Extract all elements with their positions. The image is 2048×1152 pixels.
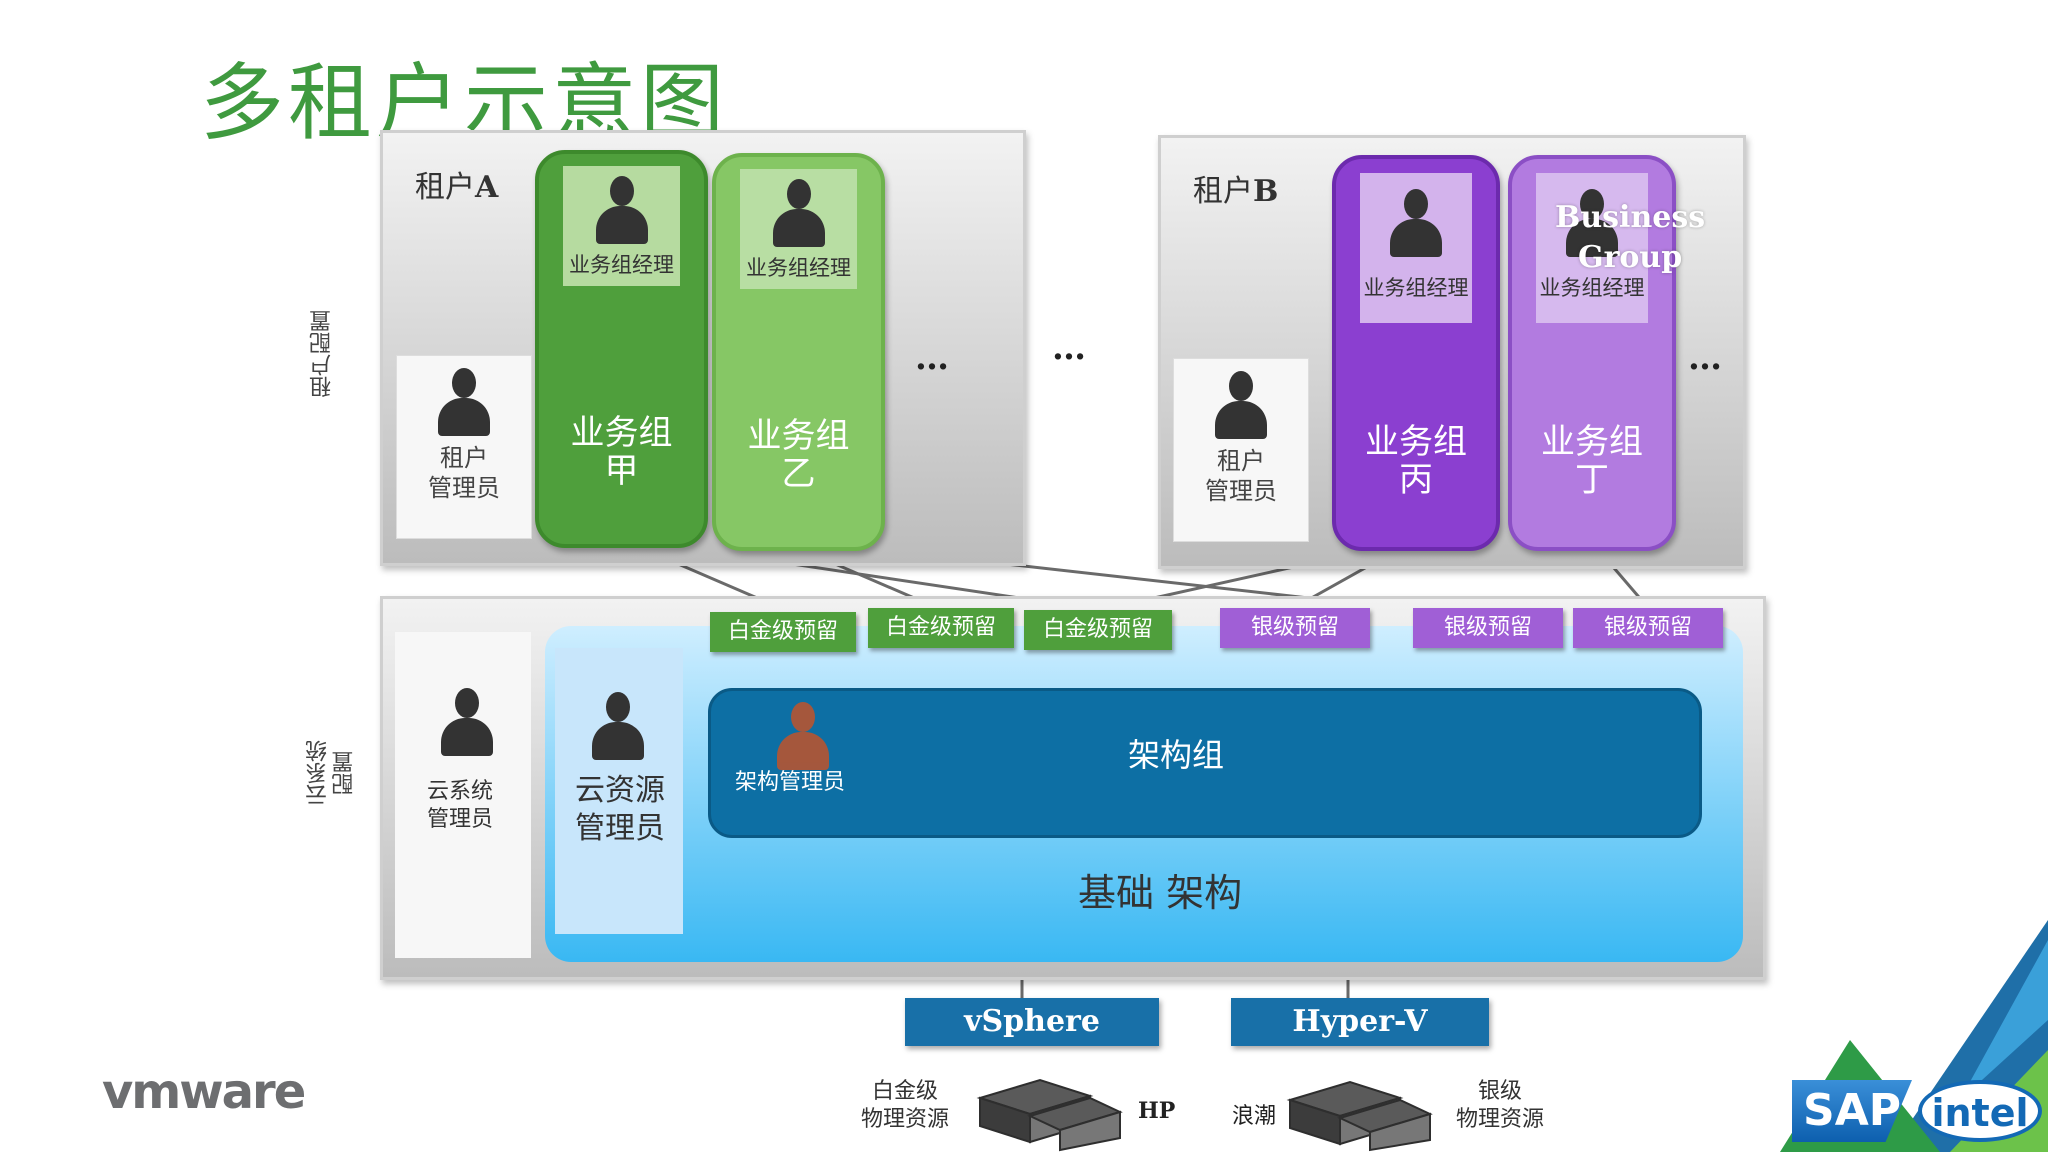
tenant-a-title: 租户A xyxy=(415,170,499,205)
cloud-sys-admin xyxy=(422,686,512,760)
group-manager: 业务组经理 xyxy=(1536,173,1648,323)
group-manager: 业务组经理 xyxy=(740,169,857,289)
group-manager: 业务组经理 xyxy=(1360,173,1472,323)
tenant-ellipsis: … xyxy=(1052,328,1088,368)
tenant-a-admin: 租户 管理员 xyxy=(396,355,532,539)
hp-vendor-label: HP xyxy=(1138,1098,1176,1124)
business-group-yi: 业务组经理 业务组 乙 xyxy=(712,153,885,551)
tenant-admin-icon xyxy=(1213,369,1269,439)
tenant-b-admin: 租户 管理员 xyxy=(1173,358,1309,542)
business-group-jia: 业务组经理 业务组 甲 xyxy=(535,150,708,548)
manager-icon xyxy=(1564,187,1620,257)
architecture-group xyxy=(708,688,1702,838)
silver-physical-label: 银级 物理资源 xyxy=(1455,1079,1544,1132)
reservation-silver-2: 银级预留 xyxy=(1413,608,1563,648)
reservation-platinum-1: 白金级预留 xyxy=(710,612,856,652)
arch-admin-icon xyxy=(775,700,831,774)
tenant-admin-label: 租户 管理员 xyxy=(428,444,500,502)
cloud-res-admin-label: 云资源 管理员 xyxy=(575,773,665,846)
manager-icon xyxy=(594,174,650,244)
inspur-vendor-label: 浪潮 xyxy=(1232,1104,1277,1129)
sys-admin-icon xyxy=(439,686,495,756)
business-group-overlay: Business Group xyxy=(1555,200,1706,275)
reservation-silver-1: 银级预留 xyxy=(1220,608,1370,648)
infrastructure-label: 基础 架构 xyxy=(1078,871,1243,915)
cloud-res-admin-icon xyxy=(590,690,646,764)
intel-logo: intel xyxy=(1918,1080,2042,1142)
manager-icon xyxy=(1388,187,1444,257)
arch-group-label: 架构组 xyxy=(1128,736,1225,774)
tenant-admin-icon xyxy=(436,366,492,436)
vmware-logo: vmware xyxy=(102,1064,306,1120)
hypervisor-hyperv: Hyper-V xyxy=(1231,998,1489,1046)
cloud-sys-admin-label: 云系统 管理员 xyxy=(426,779,493,832)
group-name: 业务组 甲 xyxy=(570,413,673,491)
group-name: 业务组 乙 xyxy=(747,416,850,494)
tenant-b-title: 租户B xyxy=(1193,174,1279,209)
sap-logo: SAP xyxy=(1792,1080,1912,1142)
reservation-platinum-3: 白金级预留 xyxy=(1024,610,1172,650)
business-group-bing: 业务组经理 业务组 丙 xyxy=(1332,155,1500,551)
reservation-silver-3: 银级预留 xyxy=(1573,608,1723,648)
tenant-a-ellipsis: … xyxy=(915,338,951,378)
group-manager: 业务组经理 xyxy=(563,166,680,286)
business-group-ding: 业务组经理 业务组 丁 xyxy=(1508,155,1676,551)
tenant-b-ellipsis: … xyxy=(1688,338,1724,378)
server-stack-icon xyxy=(1286,1080,1433,1152)
platinum-physical-label: 白金级 物理资源 xyxy=(860,1079,949,1132)
group-name: 业务组 丁 xyxy=(1541,422,1643,500)
manager-icon xyxy=(771,177,827,247)
cloud-sys-admin-box xyxy=(395,632,531,958)
tenant-admin-label: 租户 管理员 xyxy=(1205,447,1277,505)
arch-admin-label: 架构管理员 xyxy=(735,770,846,795)
hypervisor-vsphere: vSphere xyxy=(905,998,1159,1046)
group-name: 业务组 丙 xyxy=(1365,422,1467,500)
server-stack-icon xyxy=(976,1078,1123,1152)
reservation-platinum-2: 白金级预留 xyxy=(868,608,1014,648)
